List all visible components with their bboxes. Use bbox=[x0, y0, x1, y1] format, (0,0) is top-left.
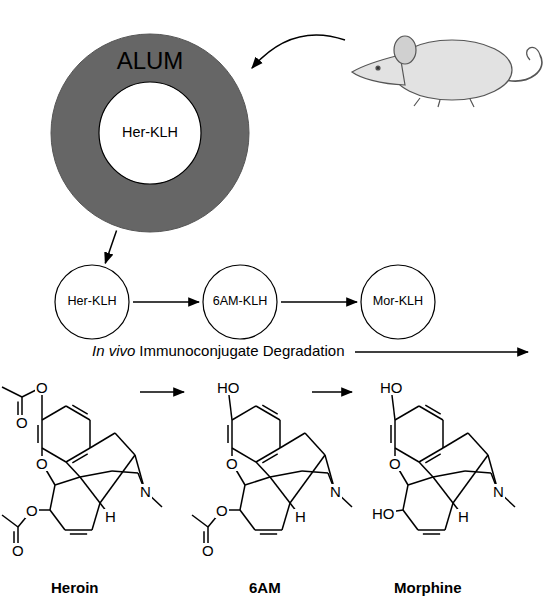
node-label: Mor-KLH bbox=[360, 294, 436, 308]
conjugate-circle: Mor-KLH bbox=[360, 264, 436, 340]
conjugate-circle: Her-KLH bbox=[54, 264, 130, 340]
atom-label: O bbox=[35, 380, 49, 395]
process-caption: In vivo bbox=[92, 342, 135, 359]
atom-label: N bbox=[139, 484, 152, 499]
degradation-arrow bbox=[133, 301, 199, 303]
adjuvant-ring: ALUM Her-KLH bbox=[50, 33, 250, 233]
atom-label: O bbox=[25, 503, 39, 518]
ring-title: ALUM bbox=[50, 47, 250, 75]
atom-label: O bbox=[35, 456, 49, 471]
compound-name: 6AM bbox=[249, 579, 281, 596]
atom-label: HO bbox=[379, 380, 404, 395]
conjugate-circle: Her-KLH bbox=[98, 81, 202, 185]
compound-name: Morphine bbox=[394, 579, 462, 596]
atom-label: H bbox=[104, 509, 117, 524]
node-label: Her-KLH bbox=[54, 294, 130, 308]
process-caption: Immunoconjugate Degradation bbox=[139, 342, 344, 359]
reaction-arrow bbox=[140, 391, 184, 393]
molecule-structures bbox=[2, 387, 515, 550]
degradation-arrow bbox=[105, 230, 116, 263]
atom-label: O bbox=[225, 456, 239, 471]
atom-label: O bbox=[15, 415, 29, 430]
atom-label: HO bbox=[371, 506, 396, 521]
node-label: Her-KLH bbox=[98, 124, 202, 140]
mouse-drawing bbox=[352, 36, 542, 107]
degradation-arrow bbox=[281, 301, 357, 303]
conjugate-circle: 6AM-KLH bbox=[202, 264, 278, 340]
reaction-arrow bbox=[312, 391, 352, 393]
node-label: 6AM-KLH bbox=[202, 294, 278, 308]
degradation-arrow bbox=[355, 351, 528, 353]
caption-line: In vivoImmunoconjugate Degradation bbox=[92, 342, 345, 359]
atom-label: O bbox=[11, 543, 25, 558]
atom-label: H bbox=[294, 509, 307, 524]
atom-label: O bbox=[215, 503, 229, 518]
atom-label: H bbox=[457, 509, 470, 524]
atom-label: O bbox=[388, 456, 402, 471]
mouse-to-alum-arrow bbox=[252, 35, 345, 68]
compound-name: Heroin bbox=[51, 579, 99, 596]
atom-label: O bbox=[201, 543, 215, 558]
atom-label: N bbox=[492, 484, 505, 499]
atom-label: N bbox=[329, 484, 342, 499]
atom-label: HO bbox=[216, 380, 241, 395]
